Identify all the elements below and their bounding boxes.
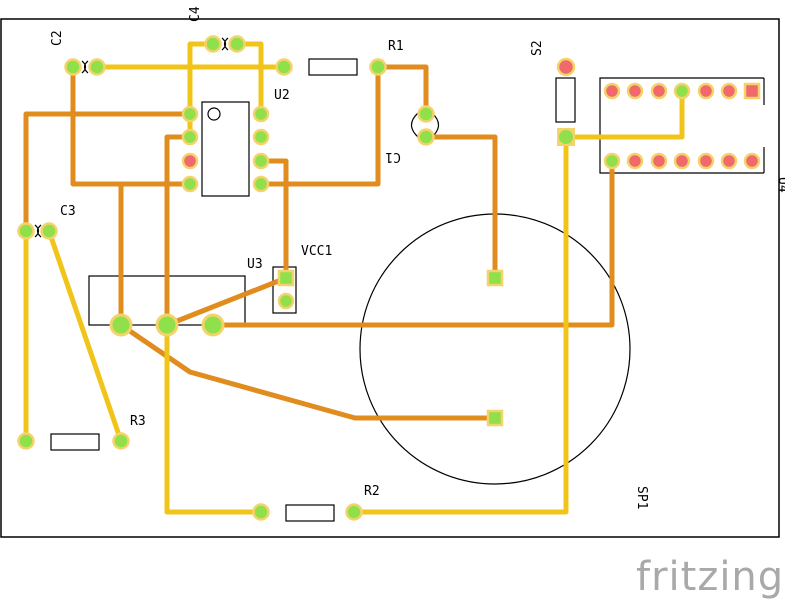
u4-body (599, 77, 765, 174)
trace-r2-to-s2 (351, 134, 569, 515)
silkscreen-layer (50, 58, 765, 522)
u2-pin (252, 175, 270, 193)
trace-r1-down (258, 64, 381, 187)
pad (64, 58, 82, 76)
u4-pin (626, 152, 644, 170)
pad (204, 35, 222, 53)
u4-pin (673, 152, 691, 170)
pad (228, 35, 246, 53)
pad (88, 58, 106, 76)
label-r3: R3 (130, 414, 146, 429)
u2-pin1-marker (207, 107, 221, 121)
r3-pad (17, 432, 35, 450)
labels-layer: R1 U2 C3 VCC1 U3 R3 R2 C2 C4 S2 C1 SP1 U… (50, 6, 785, 509)
u4-pin (603, 82, 621, 100)
u4-pin (720, 152, 738, 170)
label-c2: C2 (50, 30, 65, 46)
label-u2: U2 (274, 88, 290, 103)
u2-pin (181, 175, 199, 193)
trace-u2-to-vcc (258, 158, 289, 281)
label-c4: C4 (188, 6, 203, 22)
label-u3: U3 (247, 257, 263, 272)
u2-pin (252, 152, 270, 170)
label-u4: U4 (775, 177, 785, 193)
trace-c2-to-u2 (70, 64, 193, 187)
fritzing-watermark: fritzing (636, 554, 784, 600)
u4-pin (626, 82, 644, 100)
r1-body (308, 58, 358, 76)
sp1-pad (486, 409, 504, 427)
trace-u1-to-u4 (210, 158, 615, 328)
u2-pin (252, 105, 270, 123)
bottom-traces (23, 64, 615, 421)
trace-left-vertical (23, 111, 193, 234)
board-outline (0, 18, 780, 538)
u1-pad (155, 313, 179, 337)
u2-pin (181, 105, 199, 123)
c1-pad (417, 128, 435, 146)
trace-u1-to-r2 (164, 322, 264, 515)
s2-pad (559, 130, 573, 144)
u4-pin (673, 82, 691, 100)
sp1-pad (486, 269, 504, 287)
r1-pad (275, 58, 293, 76)
label-r2: R2 (364, 484, 380, 499)
c1-pad (417, 105, 435, 123)
u4-pin (720, 82, 738, 100)
u4-pin (650, 152, 668, 170)
u1-pad (109, 313, 133, 337)
c3-pads (17, 222, 58, 240)
pad (17, 222, 35, 240)
label-r1: R1 (388, 39, 404, 54)
c3-body (34, 224, 42, 238)
u4-pin (697, 152, 715, 170)
u1-pad (201, 313, 225, 337)
s2-pad (556, 57, 576, 77)
trace-s2-to-u4 (563, 88, 685, 140)
u4-pin (743, 152, 761, 170)
s2-body (555, 77, 576, 123)
u4-pin (743, 82, 761, 100)
c2-pads (64, 58, 106, 76)
u2-pin (181, 152, 199, 170)
c2-body (81, 60, 89, 74)
r1-pad (369, 58, 387, 76)
trace-u1-to-vcc (164, 275, 289, 328)
r2-pad (252, 503, 270, 521)
r3-pad (112, 432, 130, 450)
u2-pin (181, 128, 199, 146)
u3-pad (277, 269, 295, 287)
u4-pin (650, 82, 668, 100)
u2-body (201, 101, 250, 197)
trace-r1-to-c1 (375, 64, 429, 117)
trace-u1-to-sp1 (118, 322, 498, 421)
label-sp1: SP1 (634, 486, 649, 509)
u3-pad (277, 292, 295, 310)
label-vcc1: VCC1 (301, 244, 332, 259)
u2-pin (252, 128, 270, 146)
label-c3: C3 (60, 204, 76, 219)
u4-pin (603, 152, 621, 170)
u4-pin (697, 82, 715, 100)
r2-pad (345, 503, 363, 521)
r3-body (50, 433, 100, 451)
r2-body (285, 504, 335, 522)
pad (40, 222, 58, 240)
label-c1: C1 (385, 149, 401, 164)
c4-pads (204, 35, 246, 53)
c4-body (221, 37, 229, 51)
trace-c3-r3-right (46, 228, 124, 444)
label-s2: S2 (530, 40, 545, 56)
pads-layer (17, 35, 761, 521)
trace-c1-to-sp1 (423, 134, 498, 281)
